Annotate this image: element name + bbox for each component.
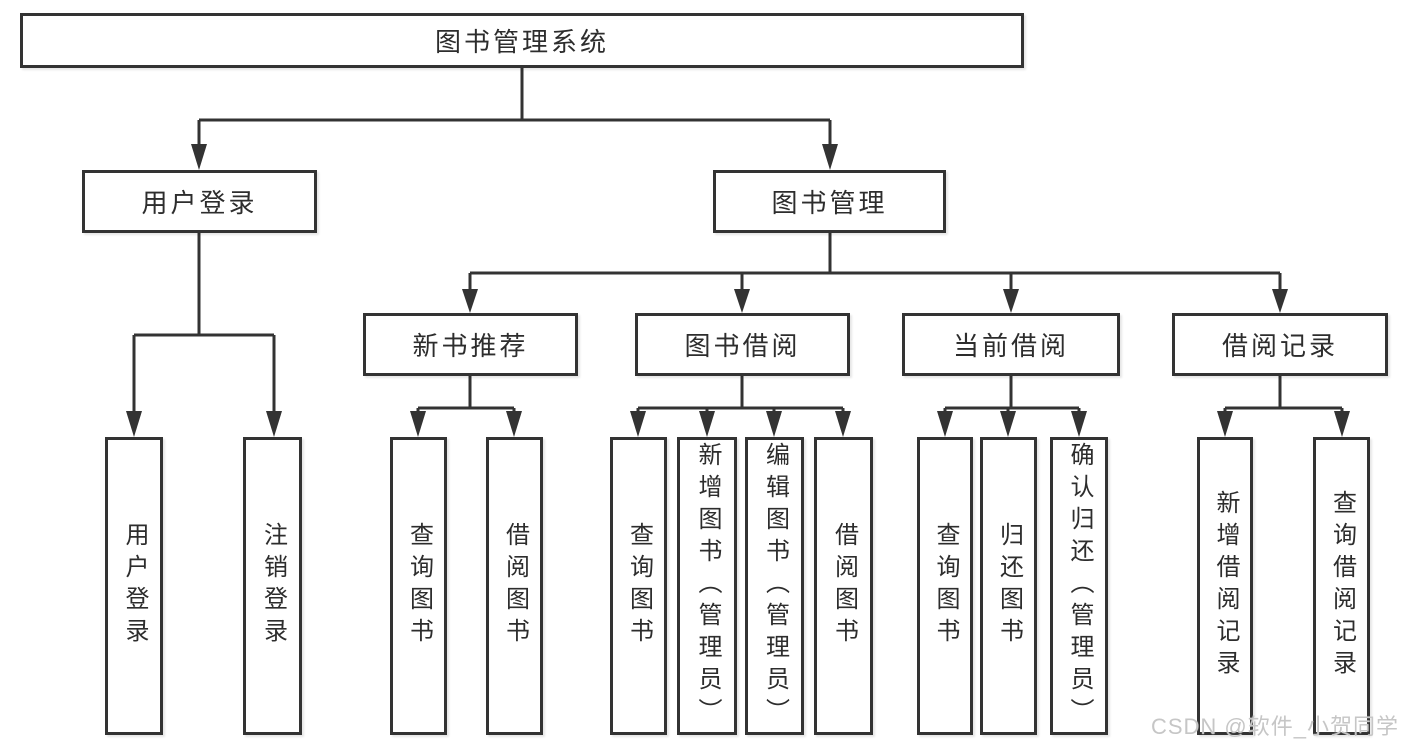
leaf-borrow-books: 借阅图书 [814, 437, 873, 735]
node-current-borrow: 当前借阅 [902, 313, 1120, 376]
leaf-borrow-books-label: 借阅图书 [830, 522, 858, 650]
node-borrow-records-label: 借阅记录 [1221, 331, 1338, 361]
node-new-book-recommend-label: 新书推荐 [412, 331, 529, 361]
leaf-confirm-return-admin-label: 确认归还（管理员） [1066, 442, 1093, 730]
leaf-query-books-recommend-label: 查询图书 [405, 522, 433, 650]
leaf-user-login: 用户登录 [105, 437, 163, 735]
leaf-add-borrow-record: 新增借阅记录 [1197, 437, 1253, 735]
arrowheads [126, 144, 1350, 437]
leaf-logout-label: 注销登录 [259, 522, 287, 650]
node-new-book-recommend: 新书推荐 [363, 313, 578, 376]
leaf-add-book-admin-label: 新增图书（管理员） [694, 442, 721, 730]
leaf-add-book-admin: 新增图书（管理员） [677, 437, 737, 735]
node-root: 图书管理系统 [20, 13, 1024, 68]
node-current-borrow-label: 当前借阅 [952, 331, 1069, 361]
leaf-add-borrow-record-label: 新增借阅记录 [1212, 490, 1239, 682]
leaf-return-book: 归还图书 [980, 437, 1037, 735]
leaf-return-book-label: 归还图书 [995, 522, 1023, 650]
leaf-borrow-books-recommend-label: 借阅图书 [501, 522, 529, 650]
leaf-confirm-return-admin: 确认归还（管理员） [1050, 437, 1108, 735]
node-root-label: 图书管理系统 [434, 27, 609, 57]
leaf-user-login-label: 用户登录 [121, 522, 148, 650]
node-book-borrow: 图书借阅 [635, 313, 850, 376]
node-user-login: 用户登录 [82, 170, 317, 233]
node-book-management-label: 图书管理 [771, 188, 888, 218]
node-borrow-records: 借阅记录 [1172, 313, 1388, 376]
leaf-query-borrow-record: 查询借阅记录 [1313, 437, 1370, 735]
leaf-query-books-recommend: 查询图书 [390, 437, 447, 735]
node-book-management: 图书管理 [713, 170, 946, 233]
leaf-query-books-borrow-label: 查询图书 [625, 522, 653, 650]
leaf-edit-book-admin: 编辑图书（管理员） [745, 437, 804, 735]
leaf-query-books-current: 查询图书 [917, 437, 973, 735]
node-user-login-label: 用户登录 [141, 188, 258, 218]
leaf-borrow-books-recommend: 借阅图书 [486, 437, 543, 735]
node-book-borrow-label: 图书借阅 [684, 331, 801, 361]
leaf-edit-book-admin-label: 编辑图书（管理员） [761, 442, 789, 730]
leaf-query-books-borrow: 查询图书 [610, 437, 667, 735]
leaf-logout: 注销登录 [243, 437, 302, 735]
leaf-query-borrow-record-label: 查询借阅记录 [1328, 490, 1356, 682]
csdn-watermark: CSDN @软件_小贺同学 [1150, 714, 1399, 739]
leaf-query-books-current-label: 查询图书 [932, 522, 959, 650]
